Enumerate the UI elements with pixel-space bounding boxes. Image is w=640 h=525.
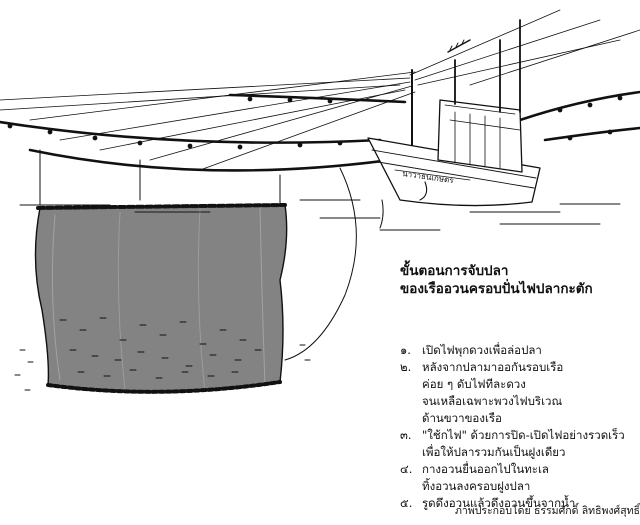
lift-net [34, 203, 288, 394]
step-text: ด้านขวาของเรือ [422, 411, 502, 425]
step-text: เพื่อให้ปลารวมกันเป็นฝูงเดียว [422, 445, 566, 459]
step-3: ๓. "ใช้กไฟ" ด้วยการปิด-เปิดไฟอย่างรวดเร็… [400, 427, 636, 461]
step-5: ๕. รูดดึงอวนแล้วดึงอวนขึ้นจากน้ำ [400, 495, 636, 512]
step-text: ทิ้งอวนลงครอบฝูงปลา [422, 479, 531, 493]
step-text: รูดดึงอวนแล้วดึงอวนขึ้นจากน้ำ [422, 496, 576, 510]
net-ropes [39, 149, 357, 361]
steps-list: ๑. เปิดไฟพุกดวงเพื่อล่อปลา ๒. หลังจากปลา… [400, 342, 636, 512]
illustration-credit: ภาพประกอบโดย ธรรมศักดิ์ ลิทธิพงศ์สุทธิ์ [455, 505, 640, 517]
step-text: เปิดไฟพุกดวงเพื่อล่อปลา [422, 343, 542, 357]
light-booms [0, 90, 640, 172]
step-text: กางอวนยื่นออกไปในทะเล [422, 462, 549, 476]
step-text: หลังจากปลามาออกันรอบเรือ [422, 360, 564, 374]
fishing-boat [367, 19, 541, 229]
step-text: จนเหลือเฉพาะพวงไฟบริเวณ [422, 394, 563, 408]
step-number: ๓. [400, 428, 412, 442]
step-1: ๑. เปิดไฟพุกดวงเพื่อล่อปลา [400, 342, 636, 359]
step-number: ๕. [400, 496, 413, 510]
step-text: "ใช้กไฟ" ด้วยการปิด-เปิดไฟอย่างรวดเร็ว [422, 428, 625, 442]
step-number: ๑. [400, 343, 411, 357]
step-4: ๔. กางอวนยื่นออกไปในทะเล ทิ้งอวนลงครอบฝู… [400, 461, 636, 495]
hanging-lamps [7, 95, 623, 150]
rigging-lines [0, 9, 640, 171]
steps-title-line-1: ขั้นตอนการจับปลา [400, 263, 509, 279]
step-2: ๒. หลังจากปลามาออกันรอบเรือ ค่อย ๆ ดับไฟ… [400, 359, 636, 427]
fishing-steps-panel: ขั้นตอนการจับปลา ของเรืออวนครอบปั่นไฟปลา… [400, 262, 636, 512]
step-number: ๔. [400, 462, 413, 476]
fish-school [14, 317, 311, 391]
steps-title-line-2: ของเรืออวนครอบปั่นไฟปลากะตัก [400, 281, 593, 297]
step-number: ๒. [400, 360, 412, 374]
step-text: ค่อย ๆ ดับไฟทีละดวง [422, 377, 526, 391]
